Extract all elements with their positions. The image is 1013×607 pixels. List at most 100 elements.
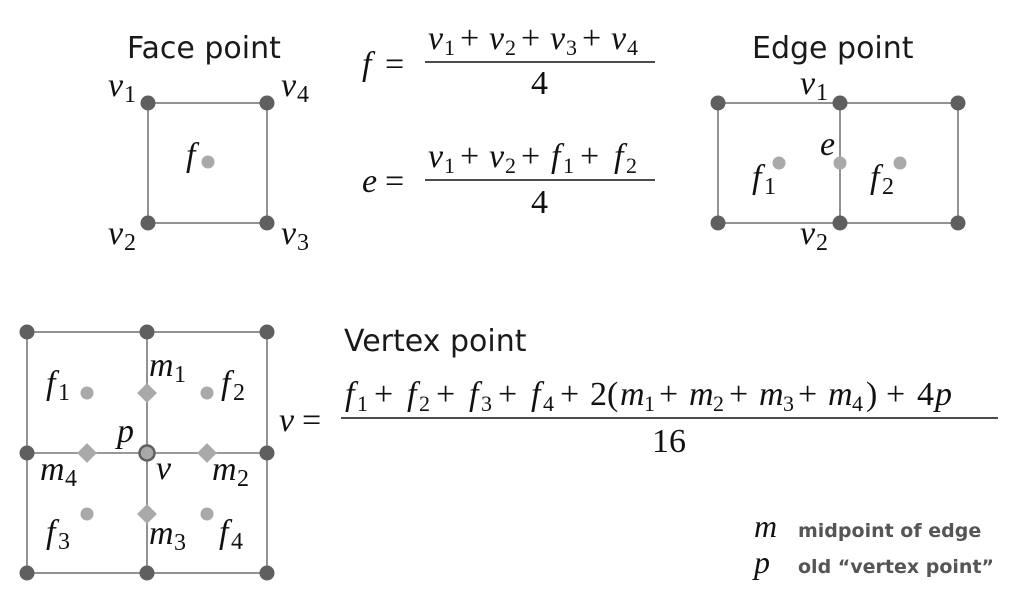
vertex-point-heading: Vertex point	[344, 324, 527, 359]
edge-formula-equals: =	[385, 163, 404, 200]
edge-point-heading: Edge point	[752, 31, 914, 66]
label-v2-sub: 2	[816, 230, 828, 256]
legend-symbol-p: p	[752, 544, 770, 580]
num-plus-1: +	[460, 138, 479, 175]
edge-formula: e = v 1 + v 2 + f 1 + f 2 4	[362, 138, 655, 221]
face-quad	[147, 102, 268, 224]
face-point-panel: Face point v 1 v 4 v 2 v 3 f	[108, 31, 309, 256]
label-m4-sub: 4	[65, 466, 77, 492]
num-plus: +	[560, 376, 579, 413]
legend-text-m: midpoint of edge	[798, 520, 981, 542]
label-m2: m	[212, 451, 237, 488]
num-v1: v	[428, 138, 444, 175]
num-v1-sub: 1	[444, 153, 455, 178]
num-v1: v	[428, 20, 444, 57]
num-v3-sub: 3	[566, 35, 577, 60]
vertex	[19, 565, 35, 581]
vertex-formula-lhs: v	[279, 402, 295, 439]
num-f2-sub: 2	[626, 153, 637, 178]
vertex	[950, 215, 966, 231]
label-m3-sub: 3	[174, 530, 186, 556]
num-v2: v	[489, 138, 505, 175]
vertex-v3	[259, 215, 275, 231]
vertex-formula-denominator: 16	[652, 423, 686, 460]
vertex-point-panel: f 1 f 2 f 3 f 4 m 1 m 2 m 3 m 4 p v	[19, 324, 275, 581]
num-v1-sub: 1	[444, 35, 455, 60]
midpoint-m4	[77, 443, 97, 463]
num-m3-sub: 3	[783, 391, 794, 416]
edge-point-panel: Edge point v 1 v 2 e f 1 f 2	[710, 31, 966, 256]
face-point-f1	[772, 156, 786, 170]
num-plus-1: +	[460, 20, 479, 57]
num-paren-open: (	[607, 376, 618, 413]
label-v2: v	[108, 215, 124, 252]
label-v3: v	[281, 215, 297, 252]
label-m3: m	[149, 515, 174, 552]
label-f2-sub: 2	[882, 174, 894, 200]
face-point-f2	[200, 386, 214, 400]
face-formula-lhs: f	[362, 46, 376, 83]
old-vertex-point-p	[138, 444, 156, 462]
num-m2: m	[689, 376, 714, 413]
num-m4: m	[828, 376, 853, 413]
vertex	[19, 445, 35, 461]
vertex	[259, 565, 275, 581]
num-v2-sub: 2	[505, 35, 516, 60]
vertex-v1	[140, 95, 156, 111]
midpoint-m1	[137, 383, 157, 403]
face-point-f4	[200, 507, 214, 521]
label-f1-sub: 1	[58, 380, 70, 406]
edge-formula-lhs: e	[362, 163, 377, 200]
label-v4: v	[281, 67, 297, 104]
label-f1-sub: 1	[764, 174, 776, 200]
vertex-formula-numerator: f 1 + f 2 + f 3 + f 4 + 2 ( m 1 + m 2 + …	[345, 376, 952, 416]
vertex	[19, 324, 35, 340]
label-m4: m	[40, 451, 65, 488]
label-f4-sub: 4	[231, 529, 243, 555]
num-four: 4	[917, 376, 934, 413]
num-m4-sub: 4	[852, 391, 863, 416]
num-m1: m	[620, 376, 645, 413]
num-p: p	[933, 376, 952, 413]
vertex-v1	[832, 95, 848, 111]
label-v: v	[156, 450, 172, 487]
num-plus: +	[886, 376, 905, 413]
vertex-v4	[259, 95, 275, 111]
face-formula: f = v 1 + v 2 + v 3 + v 4 4	[362, 20, 655, 102]
num-v4-sub: 4	[627, 35, 638, 60]
face-point-f3	[80, 507, 94, 521]
num-paren-close: )	[866, 376, 877, 413]
face-point-f2	[893, 156, 907, 170]
vertex	[259, 445, 275, 461]
num-f3-sub: 3	[481, 391, 492, 416]
label-m2-sub: 2	[237, 466, 249, 492]
num-f1-sub: 1	[563, 153, 574, 178]
num-v4: v	[611, 20, 627, 57]
label-p: p	[115, 413, 134, 450]
label-e: e	[820, 126, 835, 163]
num-v3: v	[550, 20, 566, 57]
face-point-marker	[201, 155, 215, 169]
num-plus: +	[798, 376, 817, 413]
num-v2: v	[489, 20, 505, 57]
label-v1: v	[800, 65, 816, 102]
vertex	[710, 95, 726, 111]
num-m2-sub: 2	[713, 391, 724, 416]
face-formula-denominator: 4	[531, 65, 548, 102]
vertex	[139, 565, 155, 581]
num-f2-sub: 2	[419, 391, 430, 416]
label-m1: m	[149, 347, 174, 384]
vertex	[710, 215, 726, 231]
label-v1: v	[108, 67, 124, 104]
midpoint-m2	[197, 443, 217, 463]
num-f4-sub: 4	[543, 391, 554, 416]
num-m1-sub: 1	[644, 391, 655, 416]
num-plus-2: +	[521, 20, 540, 57]
vertex	[950, 95, 966, 111]
face-formula-numerator: v 1 + v 2 + v 3 + v 4	[428, 20, 638, 60]
vertex-v2	[140, 215, 156, 231]
edge-formula-numerator: v 1 + v 2 + f 1 + f 2	[428, 138, 637, 178]
num-plus: +	[374, 376, 393, 413]
label-v1-sub: 1	[816, 80, 828, 106]
